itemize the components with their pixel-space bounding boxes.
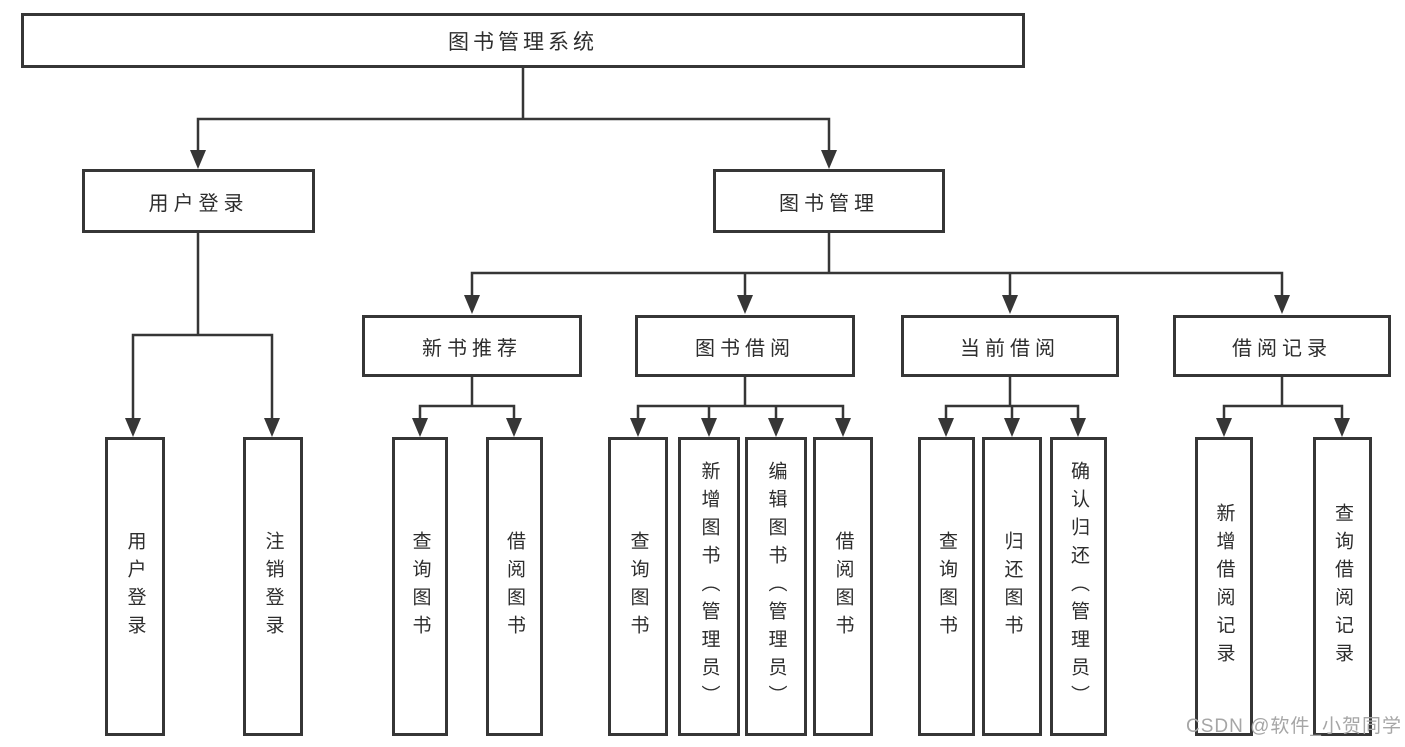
arrowheads [125,150,1350,437]
node-book-borrow: 图书借阅 [635,315,855,377]
leaf-recommend-query-books: 查询图书 [392,437,448,736]
watermark: CSDN @软件_小贺同学 [1186,716,1402,737]
leaf-add-book-admin: 新增图书（管理员） [678,437,740,736]
node-book-management: 图书管理 [713,169,945,233]
arrowhead [630,418,646,437]
connector-book-management-to-level3 [470,231,1284,300]
arrowhead [701,418,717,437]
arrowhead [1002,295,1018,314]
node-new-book-recommend: 新书推荐 [362,315,582,377]
leaf-add-borrow-record: 新增借阅记录 [1195,437,1253,736]
arrowhead [768,418,784,437]
arrowhead [412,418,428,437]
connector-borrow-records-to-children [1222,375,1344,423]
arrowhead [464,295,480,314]
leaf-user-login: 用户登录 [105,437,165,736]
arrowhead [1216,418,1232,437]
leaf-confirm-return-admin: 确认归还（管理员） [1050,437,1107,736]
arrowhead [125,418,141,437]
arrowhead [821,150,837,169]
leaf-query-borrow-record: 查询借阅记录 [1313,437,1372,736]
arrowhead [1070,418,1086,437]
arrowhead [1274,295,1290,314]
leaf-return-book: 归还图书 [982,437,1042,736]
arrowhead [264,418,280,437]
node-current-borrow: 当前借阅 [901,315,1119,377]
connector-root-to-level2 [196,66,831,155]
arrowhead [1334,418,1350,437]
leaf-borrow-query-books: 查询图书 [608,437,668,736]
leaf-borrow-book: 借阅图书 [813,437,873,736]
arrowhead [938,418,954,437]
connector-book-borrow-to-children [636,375,845,423]
node-borrow-records: 借阅记录 [1173,315,1391,377]
connector-new-book-to-children [418,375,516,423]
leaf-current-query-books: 查询图书 [918,437,975,736]
arrowhead [506,418,522,437]
leaf-edit-book-admin: 编辑图书（管理员） [745,437,807,736]
node-user-login: 用户登录 [82,169,315,233]
arrowhead [737,295,753,314]
arrowhead [1004,418,1020,437]
node-library-management-system: 图书管理系统 [21,13,1025,68]
leaf-logout: 注销登录 [243,437,303,736]
connector-current-borrow-to-children [944,375,1080,423]
arrowhead [190,150,206,169]
connector-user-login-to-children [131,231,274,423]
leaf-recommend-borrow-books: 借阅图书 [486,437,543,736]
arrowhead [835,418,851,437]
